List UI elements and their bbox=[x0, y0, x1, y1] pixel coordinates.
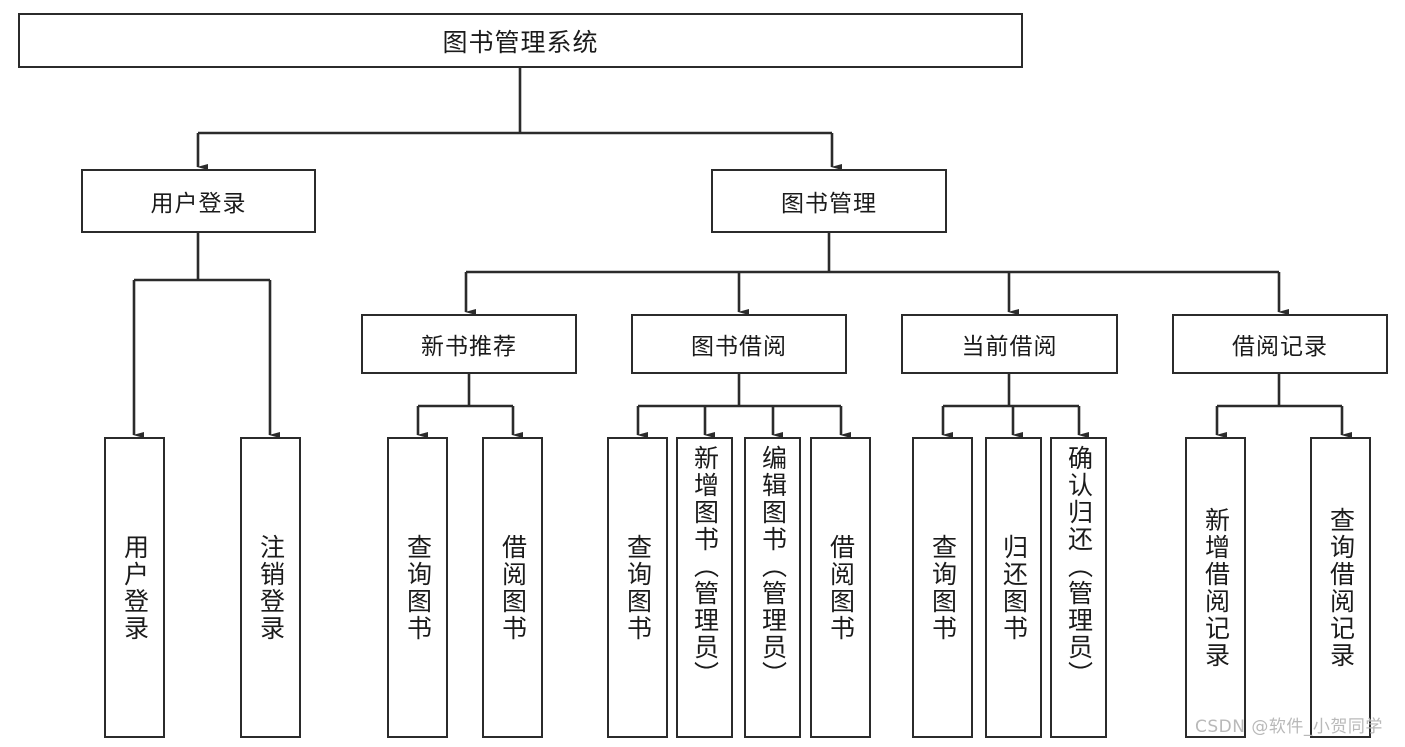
node-borrow-records-label: 借阅记录 bbox=[1232, 334, 1328, 360]
leaf-user-login[interactable]: 用户登录 bbox=[104, 437, 165, 738]
leaf-add-borrow-record-label: 新增借阅记录 bbox=[1201, 506, 1231, 669]
watermark-text: CSDN @软件_小贺同学 bbox=[1195, 717, 1383, 737]
node-book-borrow[interactable]: 图书借阅 bbox=[631, 314, 847, 374]
leaf-user-login-label: 用户登录 bbox=[120, 533, 150, 642]
node-book-borrow-label: 图书借阅 bbox=[691, 334, 787, 360]
leaf-query-book-recommend[interactable]: 查询图书 bbox=[387, 437, 448, 738]
leaf-add-borrow-record[interactable]: 新增借阅记录 bbox=[1185, 437, 1246, 738]
node-root-label: 图书管理系统 bbox=[442, 27, 599, 57]
leaf-borrow-book-recommend-label: 借阅图书 bbox=[498, 533, 528, 642]
leaf-logout[interactable]: 注销登录 bbox=[240, 437, 301, 738]
leaf-query-book-recommend-label: 查询图书 bbox=[403, 533, 433, 642]
leaf-add-book-admin-label: 新增图书（管理员） bbox=[690, 445, 720, 688]
leaf-borrow-book-label: 借阅图书 bbox=[826, 533, 856, 642]
node-book-management[interactable]: 图书管理 bbox=[711, 169, 947, 233]
leaf-query-book-borrow[interactable]: 查询图书 bbox=[607, 437, 668, 738]
leaf-query-book-borrow-label: 查询图书 bbox=[623, 533, 653, 642]
node-new-book-recommend[interactable]: 新书推荐 bbox=[361, 314, 577, 374]
leaf-add-book-admin[interactable]: 新增图书（管理员） bbox=[676, 437, 733, 738]
leaf-confirm-return-admin-label: 确认归还（管理员） bbox=[1064, 445, 1094, 688]
node-book-management-label: 图书管理 bbox=[781, 191, 877, 217]
leaf-edit-book-admin-label: 编辑图书（管理员） bbox=[758, 445, 788, 688]
leaf-edit-book-admin[interactable]: 编辑图书（管理员） bbox=[744, 437, 801, 738]
leaf-return-book[interactable]: 归还图书 bbox=[985, 437, 1042, 738]
node-user-login[interactable]: 用户登录 bbox=[81, 169, 316, 233]
leaf-query-borrow-record-label: 查询借阅记录 bbox=[1326, 506, 1356, 669]
leaf-borrow-book-recommend[interactable]: 借阅图书 bbox=[482, 437, 543, 738]
leaf-borrow-book[interactable]: 借阅图书 bbox=[810, 437, 871, 738]
leaf-query-book-current[interactable]: 查询图书 bbox=[912, 437, 973, 738]
node-current-borrow-label: 当前借阅 bbox=[961, 334, 1058, 360]
node-root[interactable]: 图书管理系统 bbox=[18, 13, 1023, 68]
leaf-query-borrow-record[interactable]: 查询借阅记录 bbox=[1310, 437, 1371, 738]
leaf-confirm-return-admin[interactable]: 确认归还（管理员） bbox=[1050, 437, 1107, 738]
node-current-borrow[interactable]: 当前借阅 bbox=[901, 314, 1118, 374]
node-user-login-label: 用户登录 bbox=[150, 191, 247, 217]
leaf-logout-label: 注销登录 bbox=[256, 533, 286, 642]
node-new-book-recommend-label: 新书推荐 bbox=[421, 334, 517, 360]
leaf-return-book-label: 归还图书 bbox=[999, 533, 1029, 642]
node-borrow-records[interactable]: 借阅记录 bbox=[1172, 314, 1388, 374]
leaf-query-book-current-label: 查询图书 bbox=[928, 533, 958, 642]
